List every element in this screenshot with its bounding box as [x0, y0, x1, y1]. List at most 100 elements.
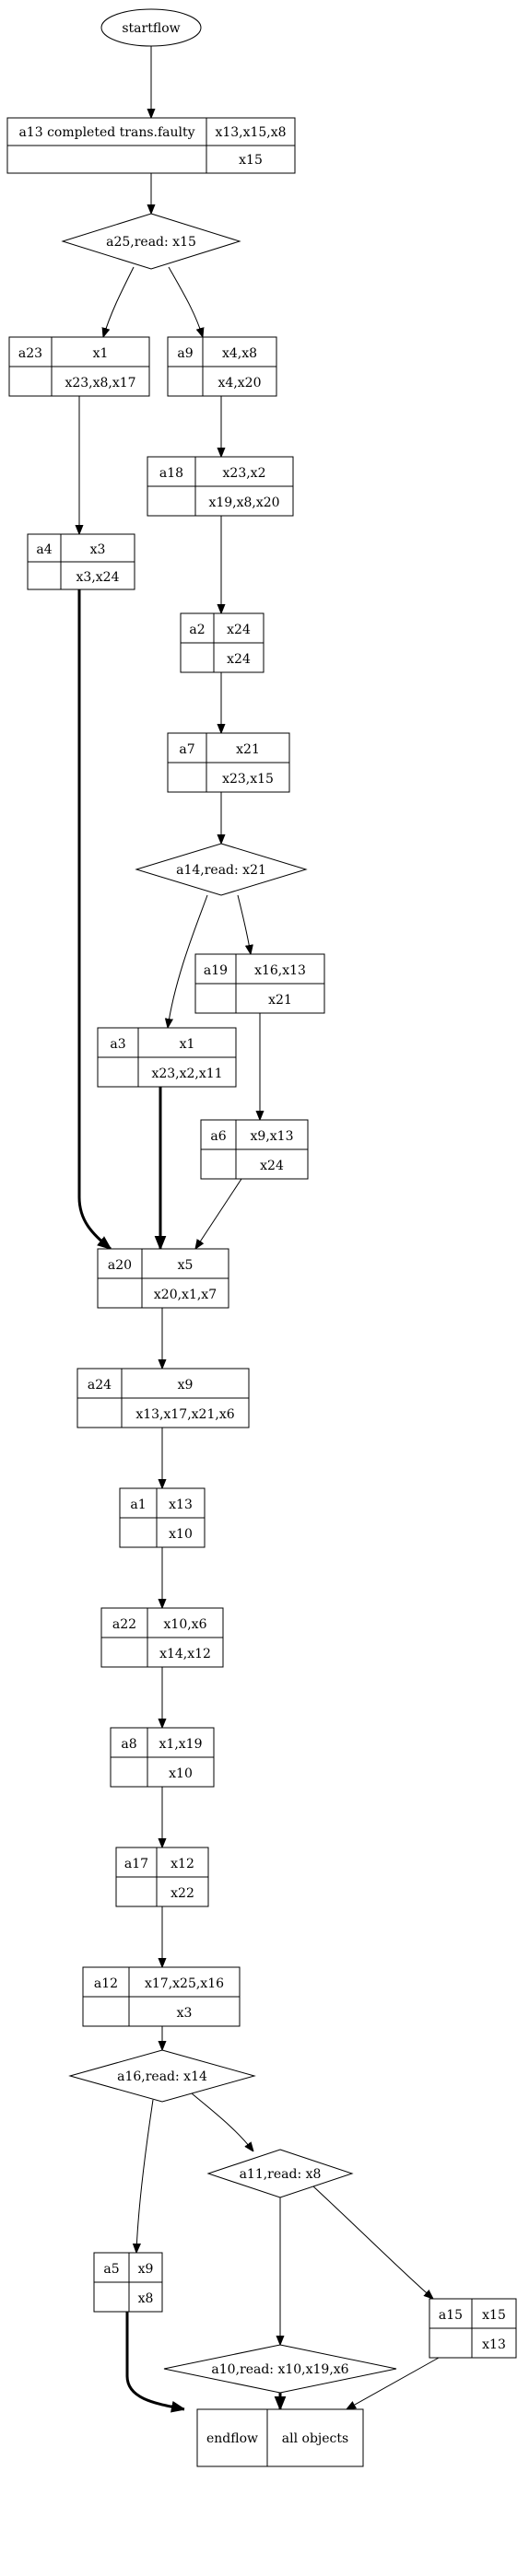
edge-d14-a3	[168, 894, 208, 1028]
node-a22: a22 x10,x6 x14,x12	[100, 1607, 224, 1668]
node-a24-id: a24	[88, 1378, 112, 1393]
decision-a14: a14,read: x21	[135, 843, 308, 896]
node-a22-writes: x10,x6	[164, 1617, 207, 1632]
node-a19-reads: x21	[268, 993, 292, 1008]
node-a8: a8 x1,x19 x10	[110, 1727, 215, 1788]
decision-a10-label: a10,read: x10,x19,x6	[211, 2362, 348, 2377]
edge-a6-a20	[195, 1178, 242, 1249]
node-a5-reads: x8	[138, 2291, 154, 2306]
node-a6: a6 x9,x13 x24	[200, 1119, 309, 1180]
node-a4-reads: x3,x24	[76, 570, 120, 585]
node-a15-reads: x13	[482, 2337, 506, 2352]
node-a20-writes: x5	[178, 1258, 194, 1273]
edge-a15-end	[347, 2357, 440, 2409]
decision-a11: a11,read: x8	[206, 2149, 354, 2198]
node-a17-reads: x22	[170, 1886, 194, 1901]
node-a8-writes: x1,x19	[159, 1737, 203, 1752]
node-a13-reads: x15	[239, 153, 263, 168]
node-a1-reads: x10	[169, 1527, 193, 1542]
node-a5-id: a5	[103, 2262, 119, 2277]
node-a8-reads: x10	[169, 1766, 193, 1781]
node-a2-id: a2	[189, 623, 205, 637]
decision-a25: a25,read: x15	[61, 213, 241, 270]
node-a7-reads: x23,x15	[222, 772, 274, 787]
end-node: endflow all objects	[196, 2408, 364, 2467]
node-a19: a19 x16,x13 x21	[194, 953, 325, 1014]
edge-d16-a5	[136, 2099, 154, 2253]
node-a12-id: a12	[94, 1976, 118, 1991]
decision-a16: a16,read: x14	[68, 2049, 256, 2103]
decision-a14-label: a14,read: x21	[176, 863, 266, 878]
node-a18-reads: x19,x8,x20	[208, 495, 279, 510]
node-a12-reads: x3	[177, 2006, 193, 2021]
edge-d16-d11	[185, 2088, 253, 2151]
edge-d25-a9	[168, 266, 203, 337]
node-a24-writes: x9	[178, 1378, 194, 1393]
node-a15-writes: x15	[482, 2308, 506, 2323]
node-a4: a4 x3 x3,x24	[27, 533, 135, 590]
edge-d14-a19	[237, 894, 251, 954]
edge-d25-a23	[103, 266, 135, 337]
node-a23-writes: x1	[93, 346, 109, 361]
node-a17-writes: x12	[170, 1857, 194, 1871]
node-a17-id: a17	[124, 1857, 148, 1871]
node-a22-reads: x14,x12	[159, 1647, 211, 1661]
node-a13-writes: x13,x15,x8	[215, 125, 286, 140]
node-a3-writes: x1	[180, 1037, 195, 1052]
node-a9-writes: x4,x8	[222, 346, 257, 361]
node-a5-writes: x9	[138, 2262, 154, 2277]
node-a18-id: a18	[159, 466, 183, 481]
node-a1-id: a1	[130, 1498, 146, 1512]
node-a13-label: a13 completed trans.faulty	[18, 125, 194, 140]
node-a1: a1 x13 x10	[119, 1487, 206, 1548]
node-a5: a5 x9 x8	[93, 2252, 163, 2313]
node-a3-reads: x23,x2,x11	[151, 1067, 222, 1081]
node-a19-id: a19	[204, 963, 228, 978]
node-a7-writes: x21	[236, 742, 260, 757]
node-a4-writes: x3	[90, 542, 106, 557]
decision-a11-label: a11,read: x8	[240, 2167, 322, 2182]
node-a18-writes: x23,x2	[223, 466, 266, 481]
edge-a4-a20	[77, 589, 111, 1249]
node-a24: a24 x9 x13,x17,x21,x6	[76, 1368, 250, 1428]
decision-a25-label: a25,read: x15	[106, 235, 196, 250]
node-a9-reads: x4,x20	[218, 376, 262, 390]
node-a2-writes: x24	[227, 623, 251, 637]
node-a6-writes: x9,x13	[251, 1129, 294, 1144]
node-a12: a12 x17,x25,x16 x3	[82, 1966, 241, 2027]
node-a9: a9 x4,x8 x4,x20	[167, 336, 277, 397]
node-a6-id: a6	[210, 1129, 226, 1144]
node-a23-id: a23	[18, 346, 42, 361]
node-a22-id: a22	[112, 1617, 136, 1632]
decision-a10: a10,read: x10,x19,x6	[163, 2344, 397, 2394]
start-node: startflow	[100, 8, 202, 47]
node-a6-reads: x24	[260, 1159, 284, 1173]
node-a1-writes: x13	[169, 1498, 193, 1512]
node-a24-reads: x13,x17,x21,x6	[135, 1407, 234, 1422]
node-a2-reads: x24	[227, 652, 251, 667]
node-a15-id: a15	[439, 2308, 463, 2323]
end-node-id: endflow	[206, 2431, 258, 2446]
node-a13: a13 completed trans.faulty x13,x15,x8 x1…	[6, 117, 296, 174]
node-a7: a7 x21 x23,x15	[167, 732, 290, 793]
node-a9-id: a9	[177, 346, 193, 361]
edges	[77, 46, 440, 2409]
node-a2: a2 x24 x24	[180, 612, 264, 673]
node-a12-writes: x17,x25,x16	[145, 1976, 224, 1991]
node-a4-id: a4	[36, 542, 52, 557]
node-a20-id: a20	[108, 1258, 132, 1273]
node-a8-id: a8	[121, 1737, 136, 1752]
edge-d11-a15	[312, 2186, 433, 2299]
node-a20-reads: x20,x1,x7	[154, 1288, 217, 1302]
node-a17: a17 x12 x22	[115, 1847, 209, 1907]
node-a23: a23 x1 x23,x8,x17	[8, 336, 150, 397]
decision-a16-label: a16,read: x14	[117, 2069, 207, 2084]
node-a18: a18 x23,x2 x19,x8,x20	[147, 456, 294, 517]
node-a20: a20 x5 x20,x1,x7	[97, 1248, 229, 1309]
node-a23-reads: x23,x8,x17	[65, 376, 135, 390]
start-label: startflow	[122, 21, 180, 36]
node-a19-writes: x16,x13	[254, 963, 306, 978]
end-node-writes: all objects	[282, 2431, 348, 2446]
edge-a5-end	[125, 2312, 184, 2409]
